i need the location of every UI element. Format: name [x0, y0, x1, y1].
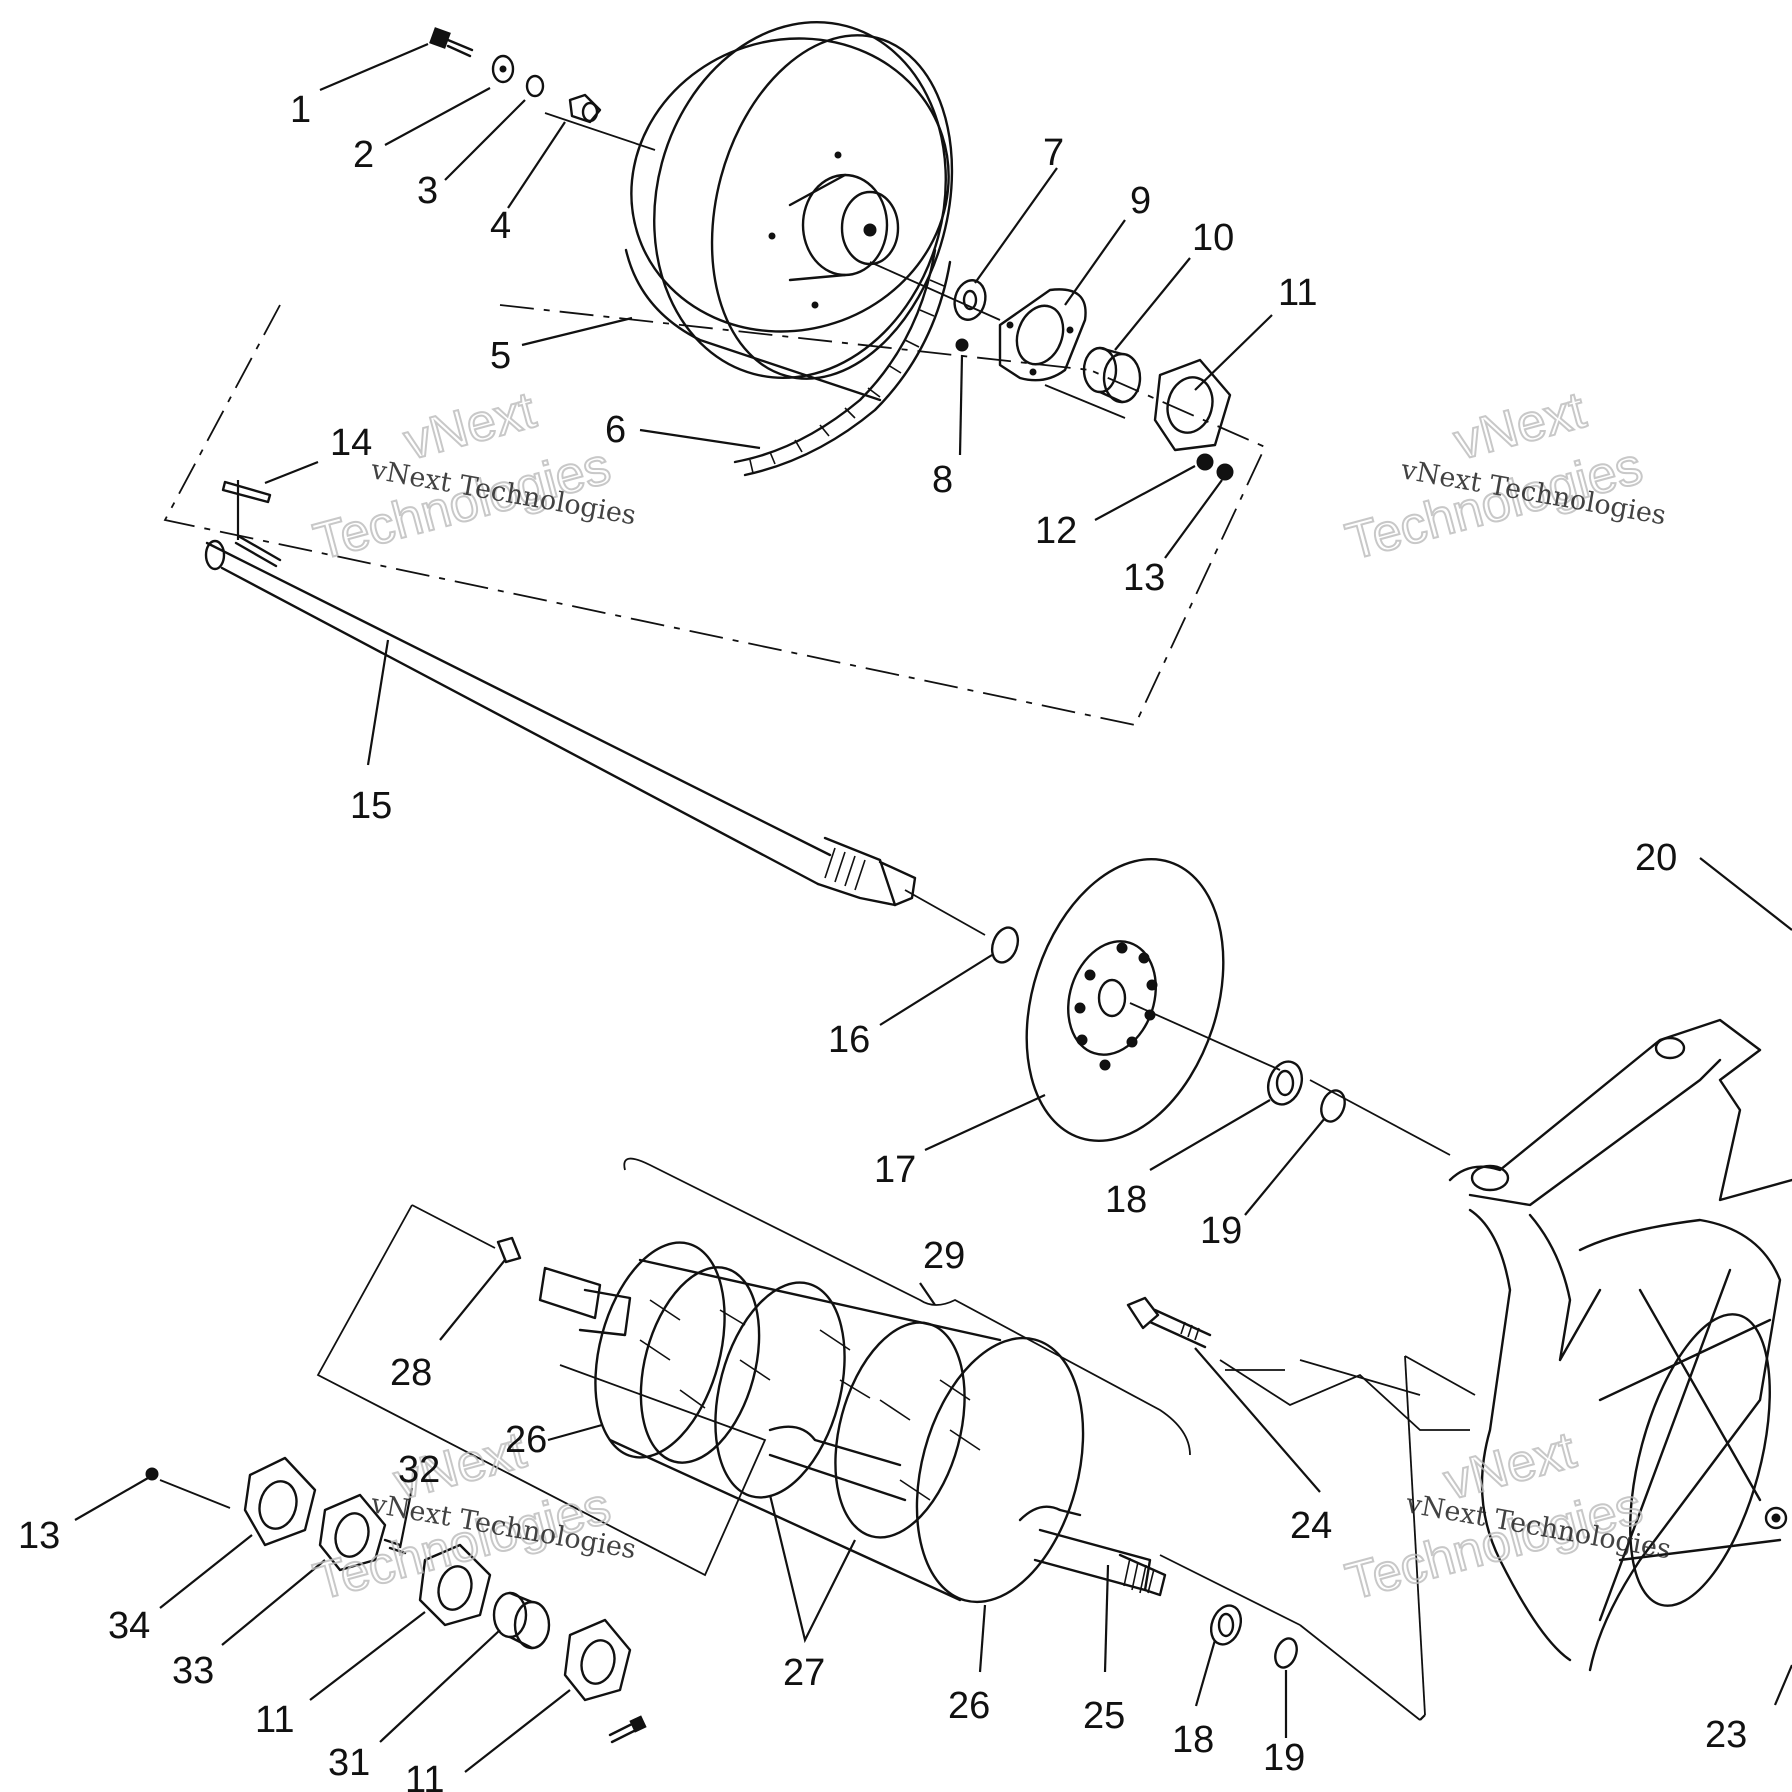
- watermark-1: vNext Technologies vNext Technologies: [307, 380, 638, 573]
- callout-8: 8: [932, 459, 953, 501]
- shaft-part-25: [1033, 1528, 1167, 1597]
- key-part-14: [221, 480, 272, 504]
- bearing-part-31: [492, 1591, 551, 1650]
- callout-5: 5: [490, 335, 511, 377]
- callout-numbers: 1 2 3 4 5 6 7 8 9 10 11 12 13 14 15 16 1…: [18, 89, 1747, 1792]
- callout-26-lower: 26: [948, 1685, 990, 1727]
- flange-part-34: [243, 1456, 317, 1547]
- callout-29: 29: [923, 1235, 965, 1277]
- leader-lines: [74, 42, 1792, 1773]
- flange-part-11-upper: [1153, 358, 1232, 452]
- callout-18-upper: 18: [1105, 1179, 1147, 1221]
- callout-32: 32: [398, 1449, 440, 1491]
- nut-part-13-lower: [145, 1467, 159, 1481]
- callout-13-lower: 13: [18, 1515, 60, 1557]
- callout-16: 16: [828, 1019, 870, 1061]
- callout-19-upper: 19: [1200, 1210, 1242, 1252]
- callout-27: 27: [783, 1652, 825, 1694]
- bearing-part-10: [1082, 346, 1142, 404]
- screw-lower: [608, 1715, 647, 1744]
- chaincase-housing-part-20: [1448, 1018, 1792, 1672]
- callout-28: 28: [390, 1352, 432, 1394]
- drive-chain-part-6: [733, 248, 952, 477]
- callout-19-lower: 19: [1263, 1737, 1305, 1779]
- callout-6: 6: [605, 409, 626, 451]
- watermark-3: vNext Technologies vNext Technologies: [307, 1420, 638, 1613]
- callout-26-upper: 26: [505, 1419, 547, 1461]
- callout-10: 10: [1192, 217, 1234, 259]
- bearing-plate-part-9: [998, 288, 1087, 382]
- nut-part-13-upper: [1216, 463, 1234, 481]
- watermark-4: vNext Technologies vNext Technologies: [1339, 1420, 1673, 1613]
- callout-23: 23: [1705, 1714, 1747, 1756]
- watermark-2: vNext Technologies vNext Technologies: [1339, 380, 1668, 573]
- assembly-axis-lines: [159, 112, 1470, 1721]
- callout-17: 17: [874, 1149, 916, 1191]
- snap-ring-part-16: [990, 926, 1020, 964]
- screw-part-28: [496, 1236, 522, 1264]
- jackshaft-part-15: [204, 535, 917, 907]
- callout-18-lower: 18: [1172, 1719, 1214, 1761]
- driven-clutch-part-29: [538, 1241, 1085, 1604]
- seal-part-32: [383, 1538, 407, 1555]
- drive-sprocket-part-5: [624, 21, 954, 402]
- brake-disc-part-17: [1025, 857, 1225, 1143]
- snap-ring-part-19-lower: [1274, 1637, 1298, 1669]
- lock-washer-part-3: [525, 74, 545, 98]
- gasket-part-33: [318, 1493, 387, 1572]
- washer-part-7: [953, 279, 987, 321]
- callout-2: 2: [353, 134, 374, 176]
- callout-11-lower-a: 11: [255, 1699, 294, 1741]
- spacer-part-4: [568, 93, 602, 124]
- flange-part-11-lower-b: [563, 1618, 632, 1702]
- callout-13-upper: 13: [1123, 557, 1165, 599]
- callout-11-upper: 11: [1278, 272, 1317, 314]
- callout-9: 9: [1130, 180, 1151, 222]
- callout-24: 24: [1290, 1505, 1332, 1547]
- flange-part-11-lower-a: [418, 1543, 492, 1627]
- bearing-part-18-upper: [1266, 1060, 1304, 1106]
- callout-12: 12: [1035, 510, 1077, 552]
- nut-part-12: [1196, 453, 1214, 471]
- callout-25: 25: [1083, 1695, 1125, 1737]
- callout-33: 33: [172, 1650, 214, 1692]
- callout-3: 3: [417, 170, 438, 212]
- callout-34: 34: [108, 1605, 150, 1647]
- screw-part-8: [955, 338, 969, 352]
- callout-1: 1: [290, 89, 311, 131]
- bolt-part-24: [1126, 1296, 1212, 1349]
- callout-7: 7: [1043, 132, 1064, 174]
- callout-14: 14: [330, 422, 372, 464]
- callout-11-lower-b: 11: [405, 1759, 444, 1792]
- callout-31: 31: [328, 1742, 370, 1784]
- washer-part-2: [491, 54, 515, 84]
- bearing-part-18-lower: [1209, 1604, 1243, 1646]
- snap-ring-part-19-upper: [1320, 1089, 1346, 1123]
- callout-4: 4: [490, 205, 511, 247]
- bolt-part-1: [429, 27, 474, 58]
- callout-20: 20: [1635, 837, 1677, 879]
- callout-15: 15: [350, 785, 392, 827]
